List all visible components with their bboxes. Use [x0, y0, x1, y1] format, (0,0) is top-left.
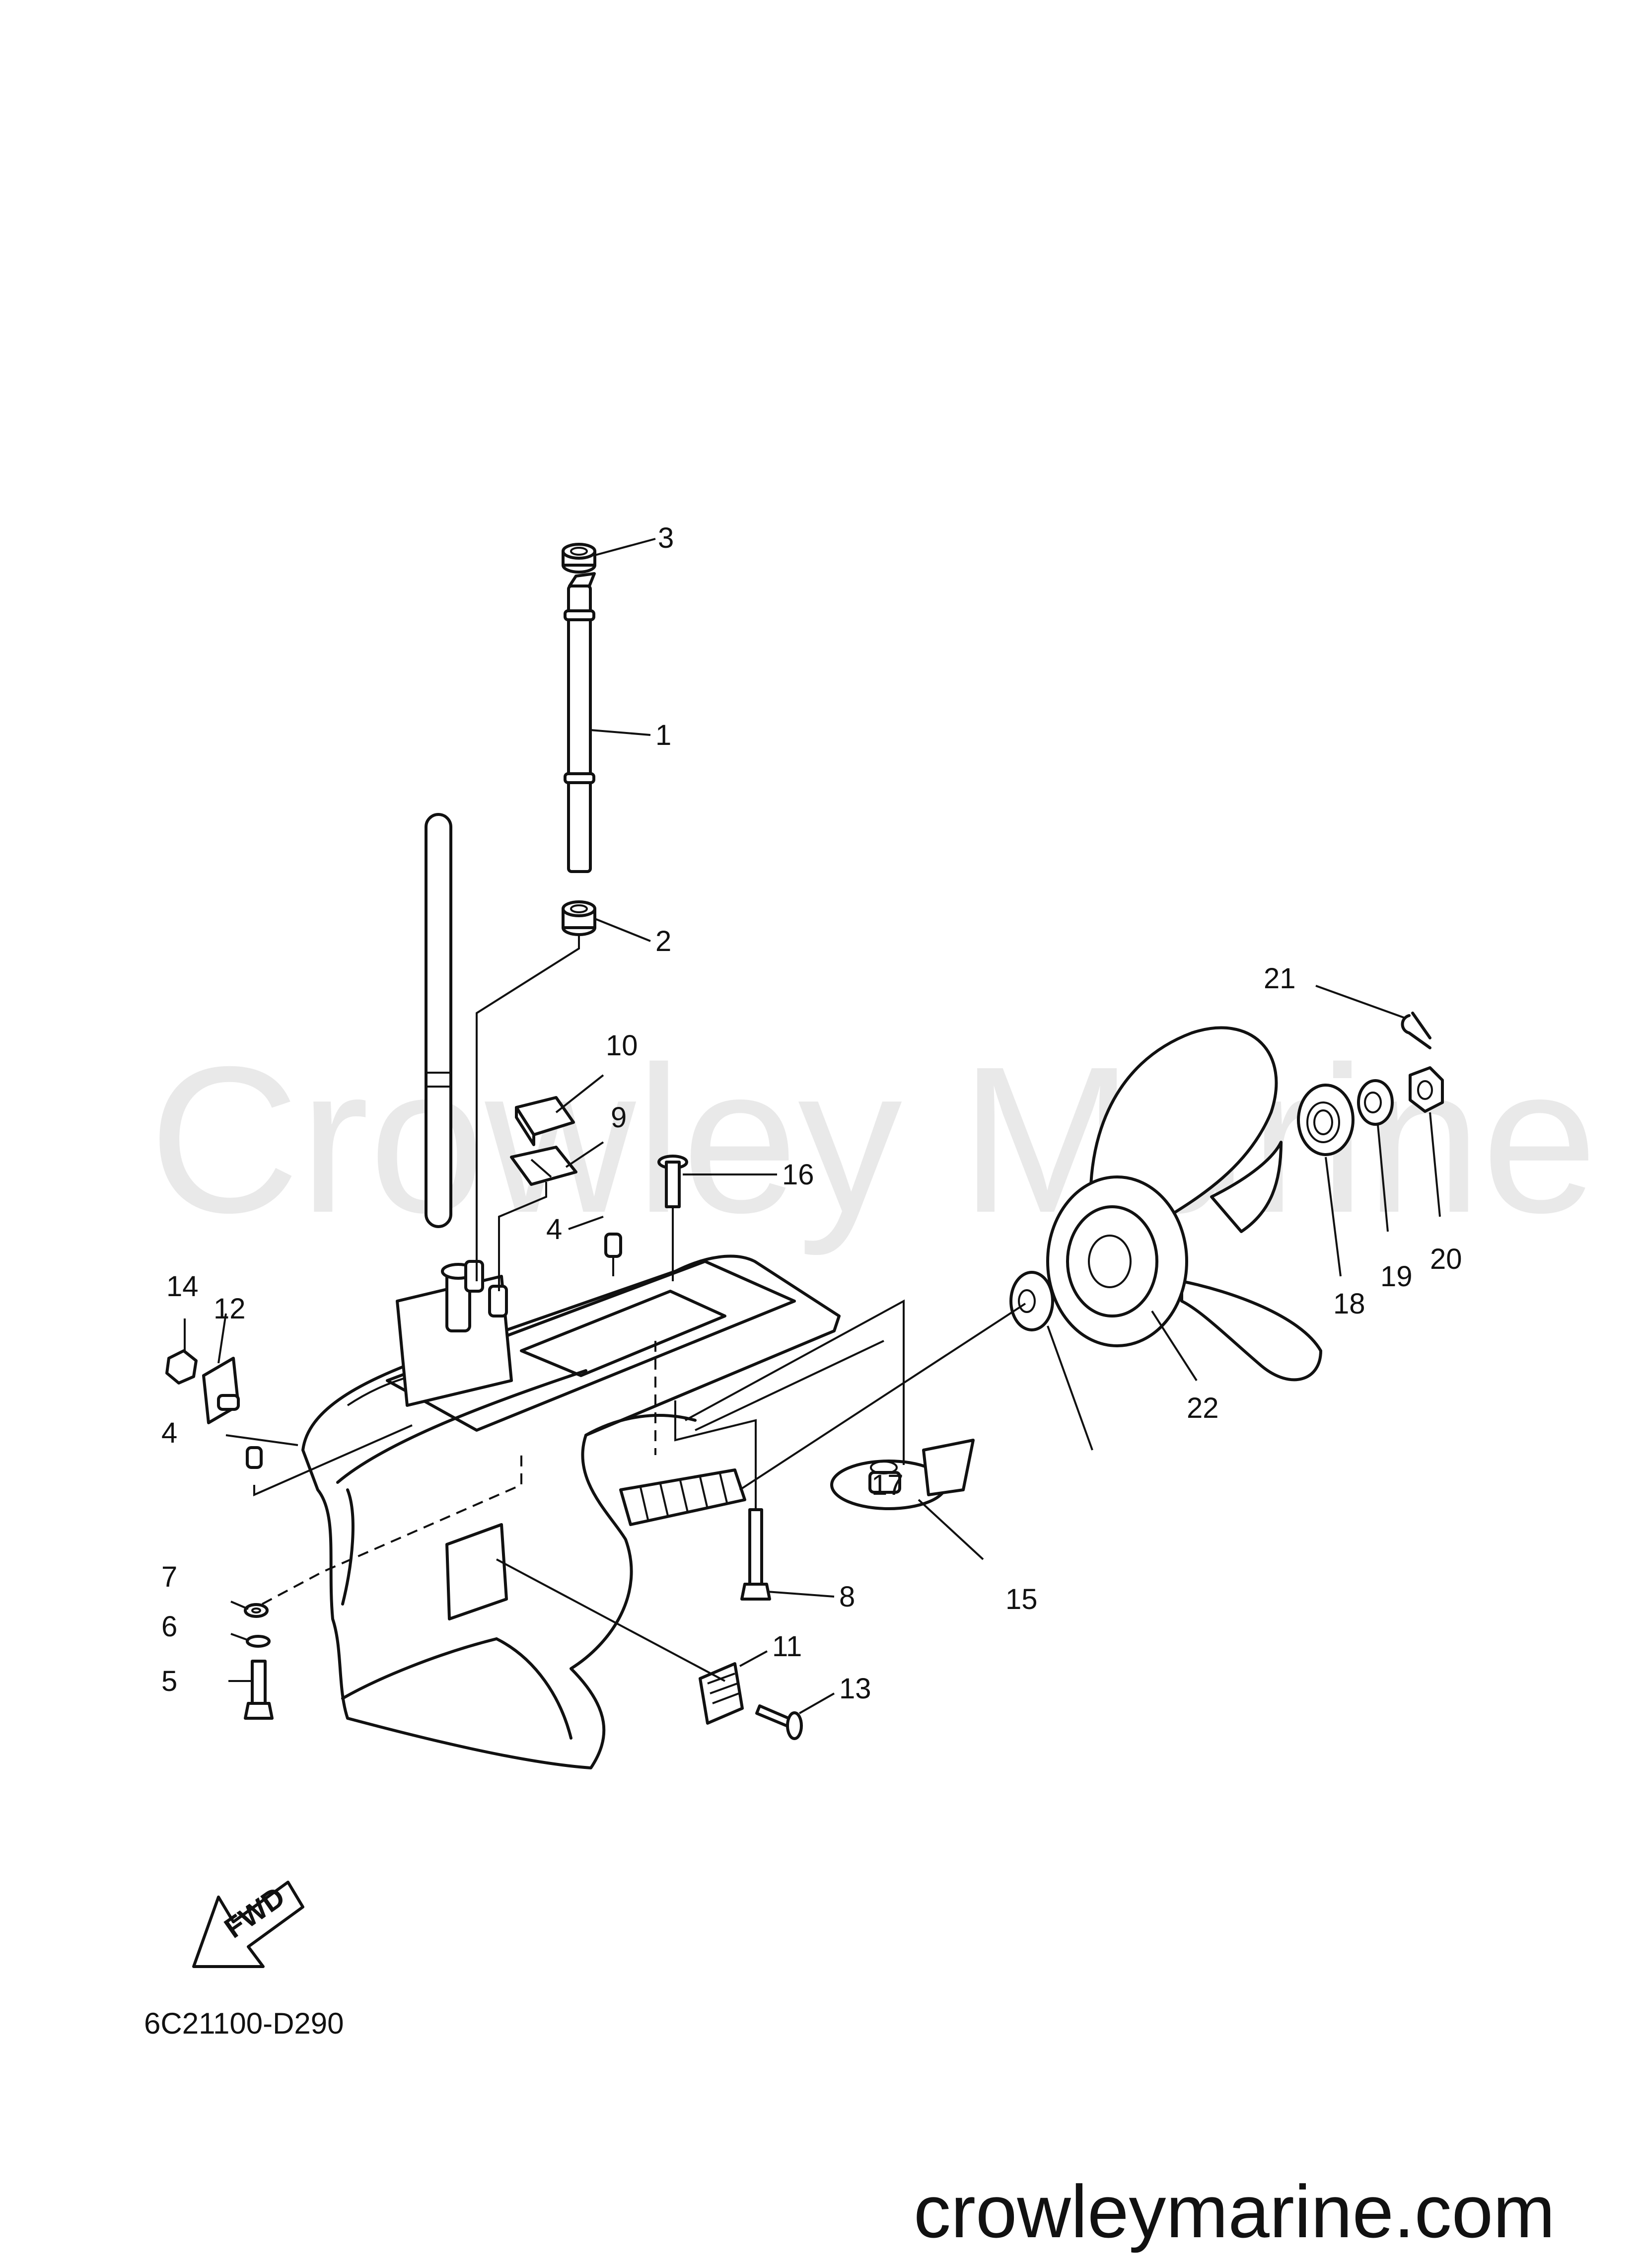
callout-labels: 3 1 2 10 9 16 4 14 12 4 17 22 18 19 20 2… — [161, 522, 1462, 1705]
washer-part-7 — [244, 1603, 269, 1618]
propeller-nut-part-20 — [1409, 1066, 1444, 1113]
dowel-pin-lower — [246, 1446, 263, 1469]
propeller-shaft-splines — [619, 1468, 746, 1526]
callout-22: 22 — [1187, 1392, 1219, 1424]
callout-16: 16 — [782, 1159, 814, 1191]
callout-3: 3 — [658, 522, 674, 554]
thrust-washer-part-18 — [1297, 1084, 1355, 1156]
callout-10: 10 — [606, 1029, 638, 1062]
leader-lines — [184, 538, 1441, 1714]
dowel-pin-upper — [604, 1233, 622, 1258]
shift-rod — [564, 572, 596, 873]
bushing-top — [562, 543, 596, 574]
callout-13: 13 — [839, 1673, 871, 1705]
callout-1: 1 — [655, 719, 671, 751]
callout-4-upper: 4 — [546, 1213, 562, 1245]
plate-part-10 — [515, 1096, 575, 1146]
propeller-part-22 — [1046, 1026, 1322, 1382]
callout-14: 14 — [166, 1270, 199, 1303]
callout-18: 18 — [1333, 1288, 1365, 1320]
callout-2: 2 — [655, 925, 671, 957]
watermark-text: Crowley Marine — [149, 1024, 1597, 1257]
callout-17: 17 — [871, 1469, 904, 1501]
callout-12: 12 — [214, 1293, 246, 1325]
cotter-pin-part-21 — [1401, 1012, 1431, 1049]
callout-6: 6 — [161, 1610, 177, 1643]
website-footer: crowleymarine.com — [914, 2170, 1555, 2253]
callout-9: 9 — [611, 1101, 627, 1134]
diagram-code: 6C21100-D290 — [144, 2007, 344, 2040]
seal-part-9 — [510, 1146, 577, 1186]
callout-21: 21 — [1264, 962, 1296, 995]
fwd-direction-arrow: FWD — [192, 1881, 304, 1968]
lockwasher-part-6 — [246, 1635, 271, 1648]
trim-tab-part-15 — [830, 1439, 975, 1510]
callout-4-lower: 4 — [161, 1417, 177, 1449]
lower-unit-housing — [301, 1254, 841, 1769]
callout-8: 8 — [839, 1581, 855, 1613]
anode-part-12 — [202, 1357, 240, 1424]
nut-part-14 — [165, 1349, 198, 1385]
spacer-part-19 — [1357, 1079, 1394, 1126]
callout-5: 5 — [161, 1665, 177, 1697]
grommet — [562, 900, 596, 936]
drive-shaft — [425, 813, 452, 1228]
callout-7: 7 — [161, 1561, 177, 1593]
callout-19: 19 — [1380, 1260, 1413, 1293]
anode-part-11 — [699, 1662, 744, 1725]
spacer-part-17 — [1009, 1271, 1054, 1331]
callout-15: 15 — [1005, 1583, 1038, 1615]
bolt-part-8 — [740, 1508, 771, 1601]
callout-11: 11 — [772, 1630, 802, 1663]
callout-20: 20 — [1430, 1243, 1462, 1275]
bolt-part-5 — [244, 1660, 274, 1720]
screw-part-13 — [755, 1704, 803, 1740]
